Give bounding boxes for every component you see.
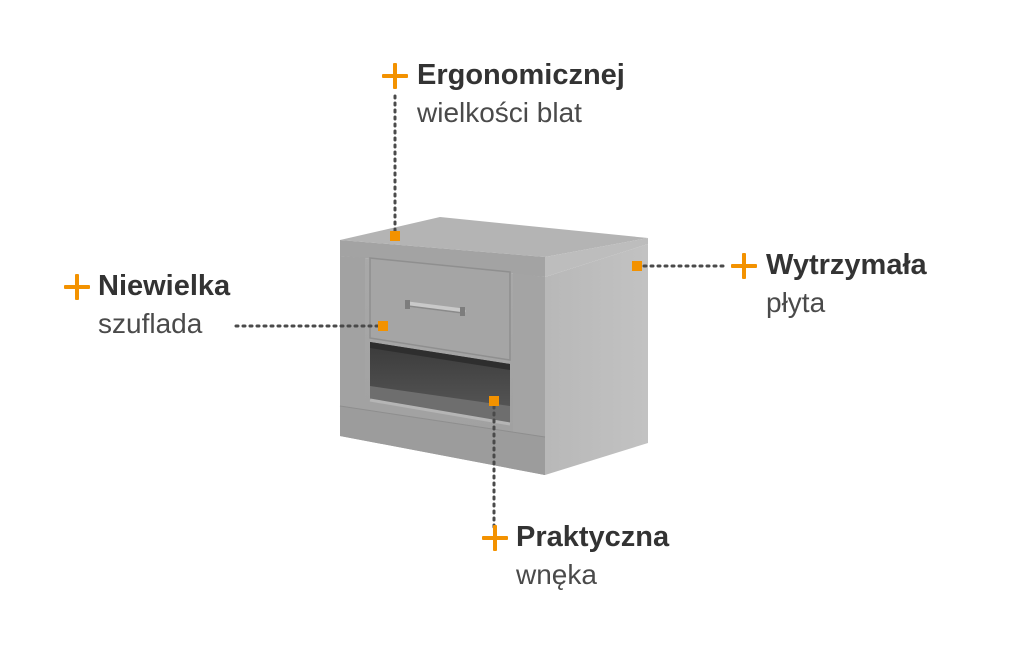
callout-subtitle: szuflada [98,308,203,339]
nightstand-top [340,217,648,277]
nightstand-side-panel [545,244,648,475]
callout-subtitle: wielkości blat [417,97,582,128]
square-marker-icon [378,321,388,331]
drawer [369,257,511,361]
drawer-handle [405,300,466,316]
callout-subtitle: wnęka [516,559,597,590]
square-marker-icon [632,261,642,271]
plus-icon [482,525,508,551]
callout-subtitle: płyta [766,287,826,318]
open-niche [369,342,511,426]
hotspots [378,231,642,406]
plus-icon [731,253,757,279]
callout-title: Niewielka [98,270,231,302]
plus-icon [64,274,90,300]
leader-lines [234,94,730,530]
callout-title: Praktyczna [516,521,670,553]
plus-icon [382,63,408,89]
callout-title: Ergonomicznej [417,59,625,91]
callout-title: Wytrzymała [766,249,927,281]
square-marker-icon [390,231,400,241]
square-marker-icon [489,396,499,406]
